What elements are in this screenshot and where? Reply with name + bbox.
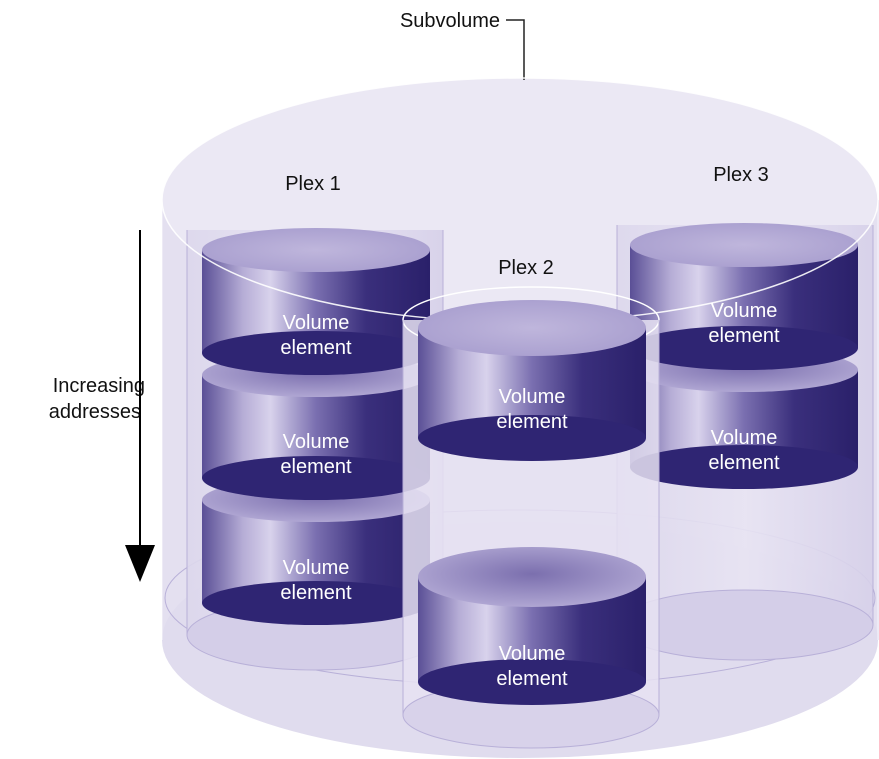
volume-element-label: Volume (499, 386, 566, 408)
volume-element-label: Volume (283, 431, 350, 453)
subvolume-leader-line (506, 19, 525, 80)
volume-element-label: Volume (499, 643, 566, 665)
plex2-disk-2 (418, 547, 646, 705)
volume-element-label: Volume (283, 312, 350, 334)
increasing-addresses-label: Increasing (53, 375, 145, 397)
volume-element-label: element (280, 337, 352, 359)
volume-element-labels: Volume element Volume element Volume ele… (280, 300, 780, 690)
plex2-label: Plex 2 (498, 257, 554, 279)
volume-element-label: element (280, 456, 352, 478)
plex1-disk-1 (202, 228, 430, 375)
volume-element-label: Volume (711, 300, 778, 322)
plex3-label: Plex 3 (713, 164, 769, 186)
subvolume-label-group: Subvolume (400, 10, 525, 80)
down-arrow-icon (125, 545, 155, 582)
plex2-disk-1 (418, 300, 646, 461)
volume-element-label: element (280, 582, 352, 604)
plex1-label: Plex 1 (285, 173, 341, 195)
increasing-addresses-label: addresses (49, 401, 141, 423)
volume-element-label: element (496, 411, 568, 433)
volume-element-label: element (708, 452, 780, 474)
volume-element-label: Volume (711, 427, 778, 449)
plex3-disk-1 (630, 223, 858, 370)
increasing-addresses-indicator: Increasing addresses (49, 230, 155, 582)
volume-element-label: Volume (283, 557, 350, 579)
subvolume-label: Subvolume (400, 10, 500, 32)
volume-element-label: element (496, 668, 568, 690)
volume-element-label: element (708, 325, 780, 347)
